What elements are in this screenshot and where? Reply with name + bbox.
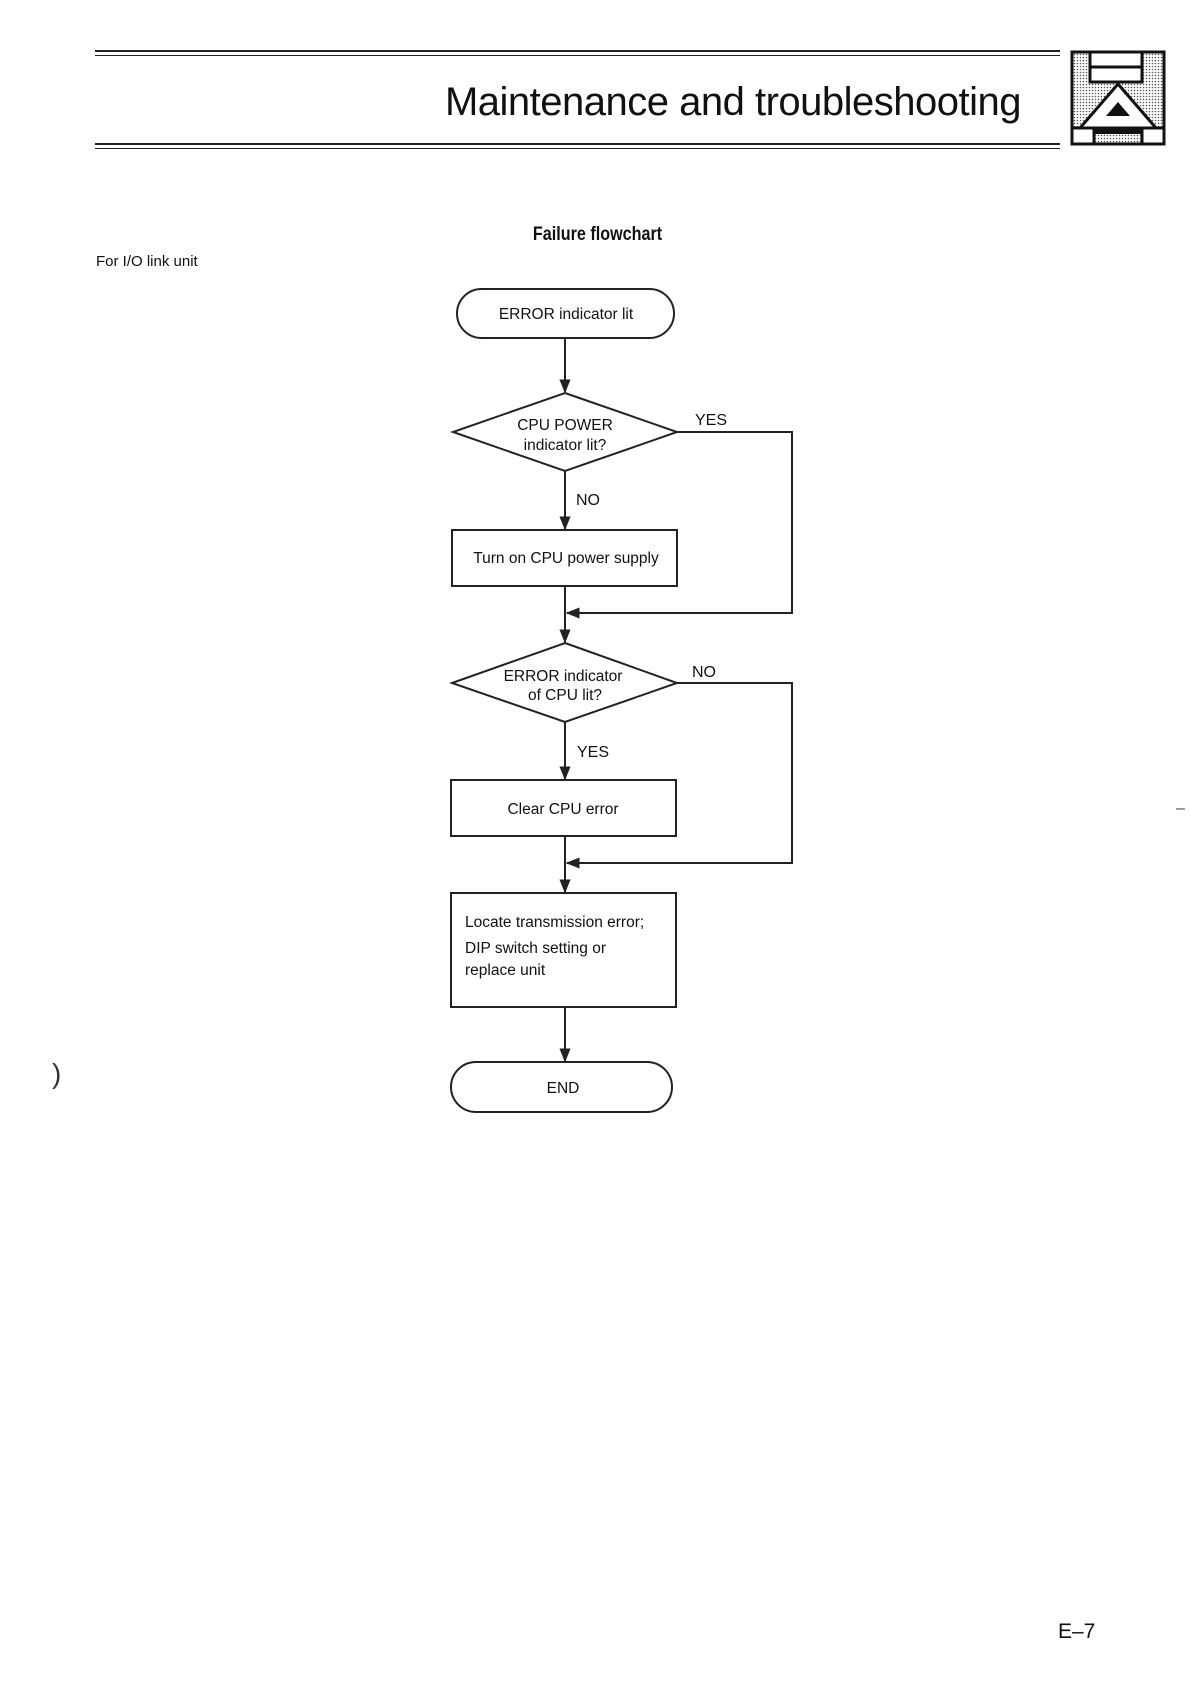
margin-dash-mark: – — [1176, 800, 1185, 818]
process3-label-line3: replace unit — [465, 962, 546, 979]
decision1-no-label: NO — [576, 492, 600, 509]
page-number: E–7 — [1058, 1620, 1095, 1644]
process2-label: Clear CPU error — [507, 801, 618, 818]
start-label: ERROR indicator lit — [499, 306, 634, 323]
process3-label-line1: Locate transmission error; — [465, 914, 644, 931]
decision2-label-line2: of CPU lit? — [528, 687, 602, 704]
process1-label: Turn on CPU power supply — [473, 550, 659, 567]
end-label: END — [547, 1080, 580, 1097]
decision2-no-label: NO — [692, 664, 716, 681]
process3-label-line2: DIP switch setting or — [465, 940, 606, 957]
decision2-label-line1: ERROR indicator — [504, 668, 623, 685]
margin-bracket-mark: ) — [52, 1058, 61, 1090]
decision1-yes-label: YES — [695, 412, 727, 429]
decision2-yes-label: YES — [577, 744, 609, 761]
decision1-label-line1: CPU POWER — [517, 417, 613, 434]
decision1-label-line2: indicator lit? — [524, 437, 607, 454]
